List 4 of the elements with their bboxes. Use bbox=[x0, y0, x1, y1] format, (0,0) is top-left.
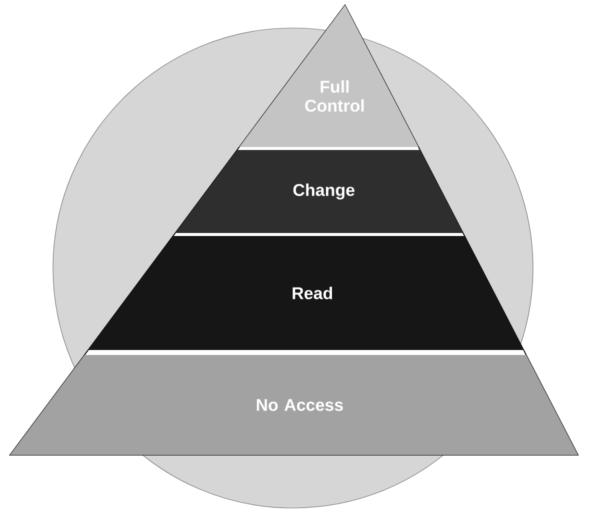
pyramid-band: No Access bbox=[10, 355, 578, 455]
pyramid-band: Change bbox=[175, 150, 464, 233]
pyramid-band: Read bbox=[88, 236, 524, 350]
pyramid-band: Full Control bbox=[239, 5, 419, 147]
